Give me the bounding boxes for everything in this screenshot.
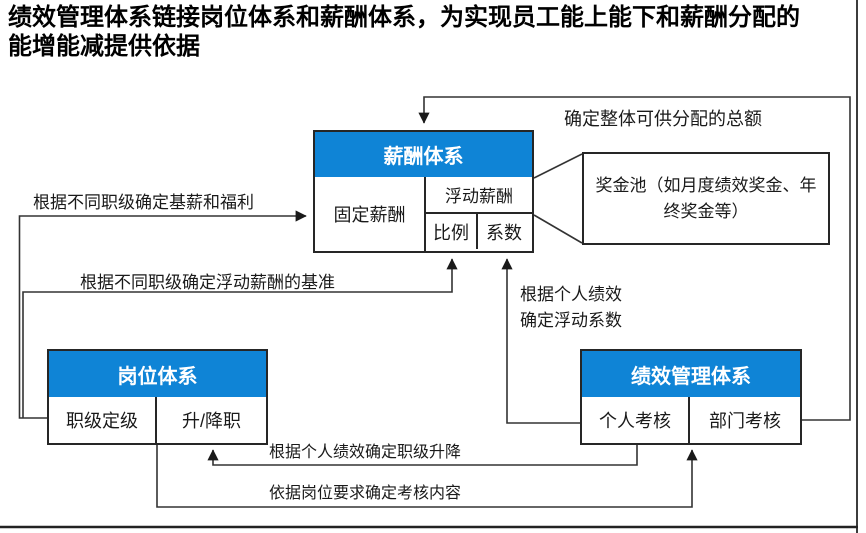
ratio-cell: 比例: [426, 214, 478, 249]
department-assessment-cell: 部门考核: [690, 397, 800, 443]
connector-floating-base: [22, 258, 458, 418]
slide-title-line1: 绩效管理体系链接岗位体系和薪酬体系，为实现员工能上能下和薪酬分配的: [8, 4, 800, 31]
compensation-system-header: 薪酬体系: [315, 132, 532, 177]
floating-salary-cell: 浮动薪酬: [426, 177, 532, 214]
performance-system-header: 绩效管理体系: [582, 351, 800, 397]
label-assessment-rule: 依据岗位要求确定考核内容: [268, 485, 461, 502]
label-base-salary: 根据不同职级确定基薪和福利: [33, 193, 254, 212]
slide-title: 绩效管理体系链接岗位体系和薪酬体系，为实现员工能上能下和薪酬分配的 能增能减提供…: [8, 3, 856, 61]
grading-cell: 职级定级: [49, 397, 157, 443]
connector-base-salary: [18, 210, 307, 419]
individual-assessment-cell: 个人考核: [582, 397, 690, 443]
label-promotion-rule: 根据个人绩效确定职级升降: [268, 444, 461, 461]
position-system-box: 岗位体系 职级定级 升/降职: [47, 349, 268, 445]
label-personal-perf-line1: 根据个人绩效: [520, 285, 622, 304]
bonus-pool-text: 奖金池（如月度绩效奖金、年终奖金等）: [595, 175, 817, 221]
fixed-salary-cell: 固定薪酬: [315, 177, 426, 251]
label-total-amount: 确定整体可供分配的总额: [564, 109, 762, 129]
coefficient-cell: 系数: [478, 214, 530, 249]
promotion-demotion-cell: 升/降职: [157, 397, 266, 443]
bonus-pool-box: 奖金池（如月度绩效奖金、年终奖金等）: [582, 152, 830, 245]
label-personal-perf-line2: 确定浮动系数: [520, 311, 622, 330]
slide-title-line2: 能增能减提供依据: [8, 33, 200, 60]
position-system-header: 岗位体系: [49, 351, 266, 397]
connector-floating-coefficient: [501, 258, 580, 424]
connector-promotion: [207, 445, 638, 466]
label-floating-base: 根据不同职级确定浮动薪酬的基准: [80, 273, 335, 292]
connector-assessment: [156, 445, 698, 508]
connector-funnel-top: [533, 153, 583, 179]
connector-total-amount: [418, 96, 851, 421]
connector-funnel-bottom: [533, 214, 583, 244]
compensation-system-box: 薪酬体系 固定薪酬 浮动薪酬 比例 系数: [313, 130, 534, 253]
performance-system-box: 绩效管理体系 个人考核 部门考核: [580, 349, 802, 445]
